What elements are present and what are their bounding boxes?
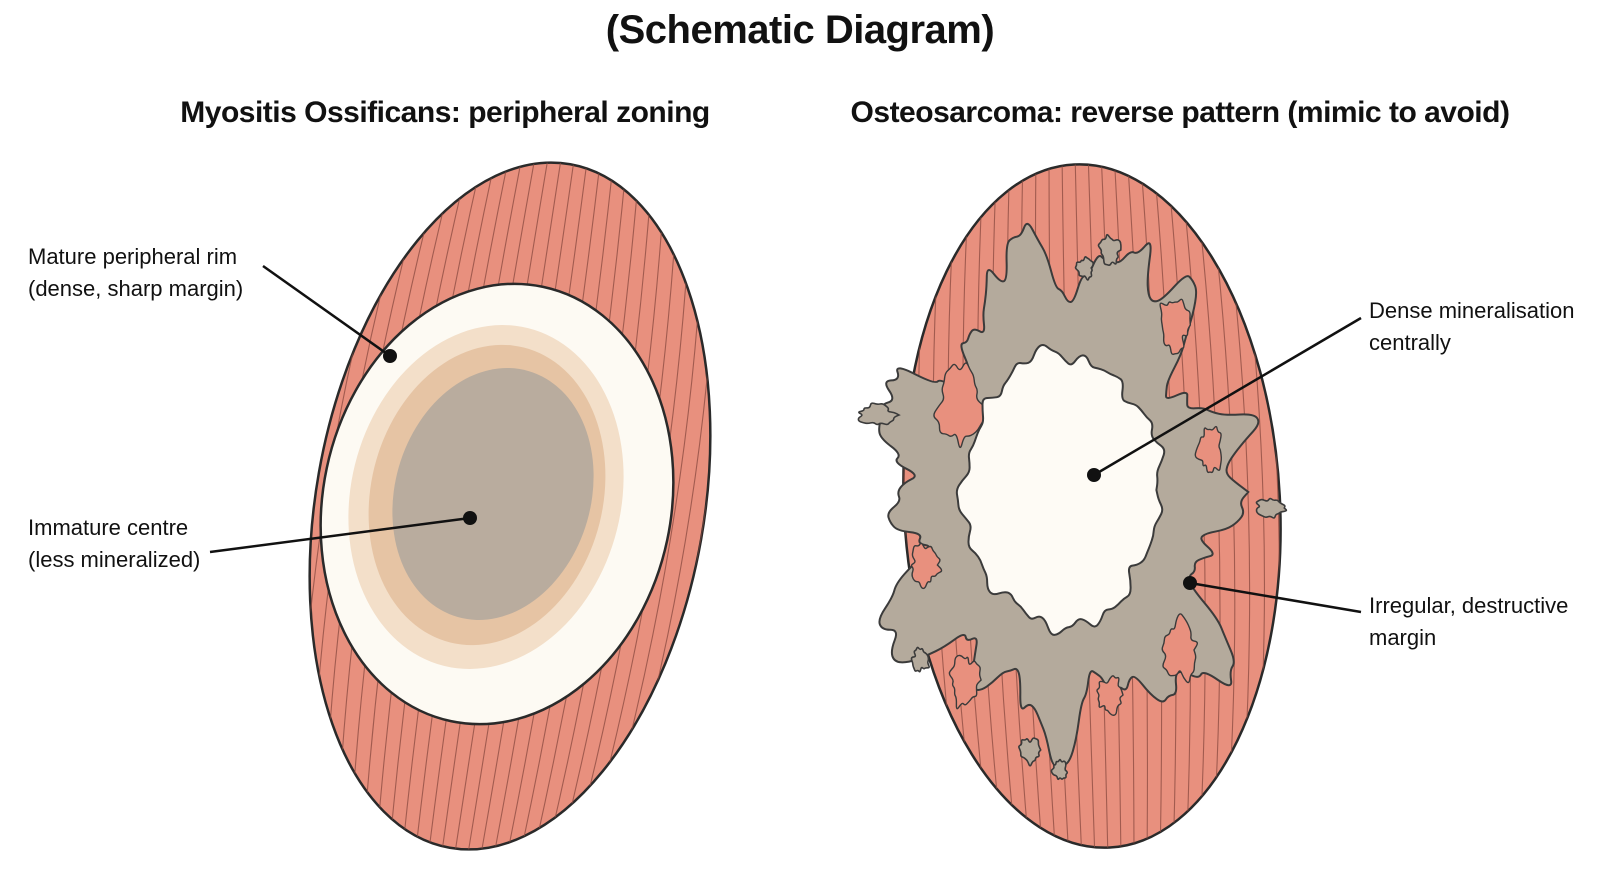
tumour-island bbox=[910, 646, 930, 673]
muscle-pockets-in-tumour bbox=[910, 298, 1223, 716]
callout-irregular-margin: Irregular, destructive margin bbox=[1369, 590, 1568, 654]
callout-rim-line2: (dense, sharp margin) bbox=[28, 276, 244, 301]
dot-rim bbox=[383, 349, 397, 363]
myositis-ossificans-figure bbox=[258, 145, 762, 867]
muscle-pocket bbox=[910, 542, 943, 590]
callout-centre-line1: Immature centre bbox=[28, 515, 189, 540]
tumour-island bbox=[857, 402, 901, 426]
tumour-island bbox=[1050, 758, 1069, 781]
leader-line-rim bbox=[262, 264, 391, 358]
callout-margin-line2: margin bbox=[1369, 625, 1437, 650]
callout-centre-line2: (less mineralized) bbox=[28, 547, 201, 572]
callout-immature-centre: Immature centre (less mineralized) bbox=[28, 512, 200, 576]
callout-dense-line1: Dense mineralisation bbox=[1369, 298, 1575, 323]
leader-line-centre bbox=[209, 516, 471, 554]
right-panel-title: Osteosarcoma: reverse pattern (mimic to … bbox=[850, 96, 1510, 129]
dot-margin bbox=[1183, 576, 1197, 590]
muscle-pocket bbox=[933, 362, 988, 449]
leader-line-margin bbox=[1189, 581, 1362, 614]
tumour-satellite-islands bbox=[857, 233, 1288, 781]
muscle-pocket bbox=[1161, 613, 1199, 684]
dot-centre bbox=[463, 511, 477, 525]
callout-mature-peripheral-rim: Mature peripheral rim (dense, sharp marg… bbox=[28, 241, 243, 305]
tumour-island bbox=[1074, 256, 1095, 281]
tumour-island bbox=[1018, 737, 1042, 767]
tumour-island bbox=[1097, 233, 1122, 266]
dot-dense bbox=[1087, 468, 1101, 482]
leader-line-dense bbox=[1093, 316, 1362, 477]
callout-dense-mineralisation: Dense mineralisation centrally bbox=[1369, 295, 1574, 359]
muscle-pocket bbox=[1096, 675, 1124, 716]
muscle-pocket bbox=[948, 654, 982, 710]
left-panel-title: Myositis Ossificans: peripheral zoning bbox=[180, 96, 710, 129]
callout-rim-line1: Mature peripheral rim bbox=[28, 244, 238, 269]
callout-margin-line1: Irregular, destructive bbox=[1369, 593, 1569, 618]
muscle-pocket bbox=[1159, 298, 1192, 356]
immature-centre bbox=[392, 368, 594, 620]
callout-leader-lines bbox=[209, 264, 1362, 614]
callout-dense-line2: centrally bbox=[1369, 330, 1451, 355]
osteosarcoma-figure bbox=[857, 154, 1298, 858]
dense-central-mineralisation bbox=[955, 344, 1166, 636]
callout-dots bbox=[383, 349, 1197, 590]
page-title: (Schematic Diagram) bbox=[605, 8, 995, 52]
muscle-fiber bbox=[1282, 154, 1298, 858]
muscle-pocket bbox=[1194, 425, 1223, 474]
tumour-island bbox=[1255, 497, 1288, 519]
